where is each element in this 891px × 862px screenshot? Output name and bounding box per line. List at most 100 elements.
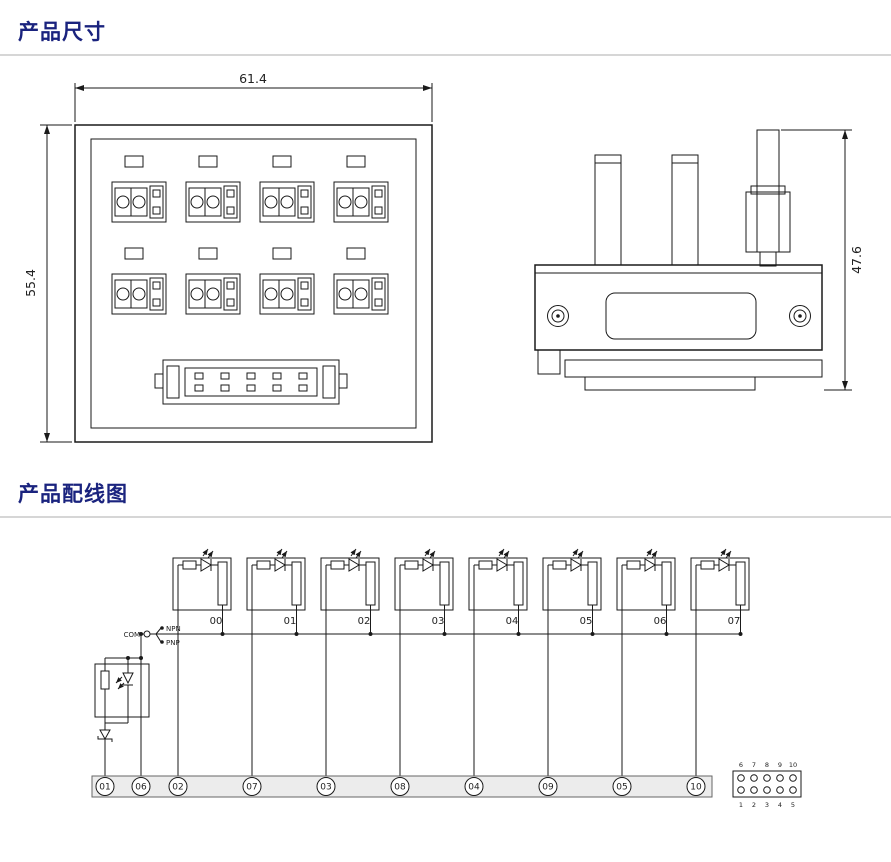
bus-terminal: 02	[168, 777, 188, 796]
side-view-drawing: 47.6	[534, 129, 864, 391]
connector-pinout: 6 7 8 9 10 1 2 3 4 5	[732, 761, 802, 809]
terminal-block	[333, 155, 389, 223]
screw-hole-right	[789, 305, 811, 327]
bus-terminal: 05	[612, 777, 632, 796]
height-dimension: 55.4	[23, 124, 72, 443]
channel-label: 03	[432, 616, 445, 627]
front-width-label: 61.4	[239, 71, 267, 86]
wiring-channel: 06	[616, 548, 676, 777]
pin-number: 9	[778, 761, 782, 769]
led-icon	[274, 548, 288, 572]
bus-terminal-label: 05	[616, 783, 627, 793]
resistor	[404, 560, 419, 570]
pin-number: 3	[765, 801, 769, 809]
bus-terminal-label: 06	[135, 783, 147, 793]
channel-label: 05	[580, 616, 593, 627]
terminal-block	[111, 155, 167, 223]
terminal-block	[111, 247, 167, 315]
channel-label: 02	[358, 616, 371, 627]
channel-label: 00	[210, 616, 223, 627]
channel-label: 04	[506, 616, 519, 627]
wiring-channel: 02	[320, 548, 380, 777]
terminal-bus-bar: 01 06 02 07 03 08 04 09 05 10	[91, 775, 713, 798]
channel-label: 01	[284, 616, 297, 627]
resistor	[626, 560, 641, 570]
bus-terminal-label: 01	[99, 783, 110, 793]
wiring-channel: 00	[172, 548, 232, 777]
front-height-label: 55.4	[23, 269, 38, 297]
resistor	[100, 670, 110, 690]
led-icon	[496, 548, 510, 572]
bus-terminal-label: 09	[542, 783, 554, 793]
com-label: COM	[124, 631, 140, 639]
pin-number: 1	[739, 801, 743, 809]
bus-terminal-label: 04	[468, 783, 480, 793]
channel-terminal	[735, 561, 746, 606]
channel-terminal	[291, 561, 302, 606]
led-icon	[570, 548, 584, 572]
led-icon	[422, 548, 436, 572]
led-icon	[200, 548, 214, 572]
bus-terminal: 09	[538, 777, 558, 796]
bus-terminal: 03	[316, 777, 336, 796]
terminal-block	[185, 247, 241, 315]
terminal-block	[259, 247, 315, 315]
channel-terminal	[365, 561, 376, 606]
channel-label: 06	[654, 616, 667, 627]
pin-number: 10	[789, 761, 797, 769]
bus-terminal-label: 02	[172, 783, 183, 793]
npn-label: NPN	[166, 625, 181, 633]
side-height-dimension: 47.6	[781, 129, 864, 391]
bus-terminal: 06	[131, 777, 151, 796]
bus-terminal: 01	[95, 777, 115, 796]
bus-terminal-label: 03	[320, 783, 331, 793]
dimensions-section-title: 产品尺寸	[18, 20, 106, 44]
bus-terminal: 10	[686, 777, 706, 796]
led-icon	[718, 548, 732, 572]
idc-connector	[154, 359, 348, 405]
channel-terminal	[587, 561, 598, 606]
wiring-channel: 01	[246, 548, 306, 777]
channel-terminal	[439, 561, 450, 606]
wiring-diagram: COM NPN PNP	[91, 548, 802, 809]
bus-terminal: 07	[242, 777, 262, 796]
pin-number: 8	[765, 761, 769, 769]
terminal-block	[185, 155, 241, 223]
pin-number: 7	[752, 761, 756, 769]
wiring-channel: 04	[468, 548, 528, 777]
pin-number: 5	[791, 801, 795, 809]
channel-terminal	[217, 561, 228, 606]
led-icon	[115, 672, 134, 690]
pnp-label: PNP	[166, 639, 180, 647]
screw-hole-left	[547, 305, 569, 327]
wiring-channel: 05	[542, 548, 602, 777]
wiring-section-title: 产品配线图	[18, 482, 128, 506]
led-icon	[348, 548, 362, 572]
com-bus: COM NPN PNP	[124, 625, 741, 647]
bus-terminal: 04	[464, 777, 484, 796]
bus-terminal-label: 07	[246, 783, 257, 793]
led-icon	[644, 548, 658, 572]
resistor	[700, 560, 715, 570]
pin-number: 4	[778, 801, 782, 809]
pin-number: 2	[752, 801, 756, 809]
section-divider	[0, 54, 891, 56]
wiring-channel: 07	[690, 548, 750, 777]
section-divider	[0, 516, 891, 518]
resistor	[330, 560, 345, 570]
resistor	[256, 560, 271, 570]
width-dimension: 61.4	[74, 71, 433, 122]
terminal-block	[333, 247, 389, 315]
dimension-drawings: 61.4 55.4	[23, 71, 864, 443]
side-height-label: 47.6	[849, 246, 864, 274]
resistor	[478, 560, 493, 570]
zener-diode-icon	[97, 723, 113, 777]
terminal-block	[259, 155, 315, 223]
resistor	[552, 560, 567, 570]
channel-label: 07	[728, 616, 741, 627]
bus-terminal: 08	[390, 777, 410, 796]
pin-number: 6	[739, 761, 743, 769]
channel-terminal	[513, 561, 524, 606]
channel-terminal	[661, 561, 672, 606]
